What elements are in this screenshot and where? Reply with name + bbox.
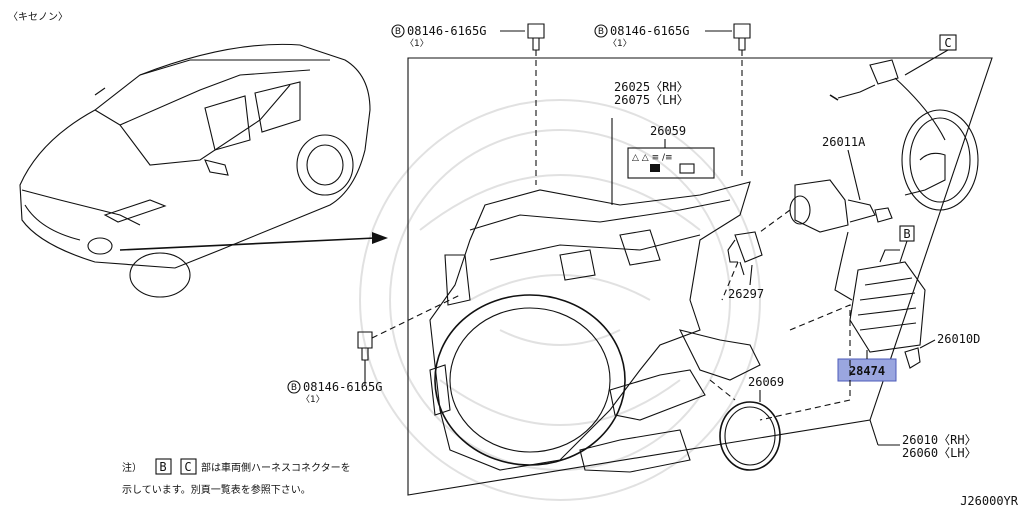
igniter-socket-part[interactable]: 26011A <box>759 135 893 301</box>
diagram-code: J26000YR <box>960 494 1019 508</box>
part-26011A-label: 26011A <box>822 135 866 149</box>
headlamp-lh-label: 26075〈LH〉 <box>614 93 689 107</box>
headlamp-rh-label: 26025〈RH〉 <box>614 80 689 94</box>
part-26297-label: 26297 <box>728 287 764 301</box>
note-prefix: 注） <box>122 461 142 474</box>
quantity-label: 〈1〉 <box>301 394 325 405</box>
bolt-top-left[interactable]: B 08146-6165G 〈1〉 <box>391 23 545 185</box>
connector-c-box-label: C <box>944 36 951 50</box>
note-line-2: 示しています。別頁一覧表を参照下さい。 <box>122 483 311 496</box>
footnote: 注） B C 部は車両側ハーネスコネクターを 示しています。別頁一覧表を参照下さ… <box>122 458 351 496</box>
pointer-arrow-line <box>119 237 376 251</box>
note-box-b: B <box>159 460 166 474</box>
gasket-ring-part[interactable]: 26069 <box>709 375 784 471</box>
screw-26010D-part[interactable]: 26010D <box>904 332 980 369</box>
note-box-c: C <box>184 460 191 474</box>
part-number-label: 08146-6165G <box>303 380 382 394</box>
pointer-arrowhead <box>372 232 388 244</box>
quantity-label: 〈1〉 <box>608 38 632 49</box>
circled-letter: B <box>598 27 604 37</box>
note-line-1: 部は車両側ハーネスコネクターを <box>201 461 351 474</box>
assy-lh-label: 26060〈LH〉 <box>902 446 977 460</box>
vehicle-illustration <box>19 43 371 298</box>
bolt-top-right[interactable]: B 08146-6165G 〈1〉 <box>594 23 751 180</box>
assembly-frame <box>407 57 993 496</box>
quantity-label: 〈1〉 <box>405 38 429 49</box>
bulb-part[interactable]: 26297 <box>721 231 764 301</box>
headlamp-label[interactable]: 26025〈RH〉 26075〈LH〉 <box>611 80 689 205</box>
part-28474-label: 28474 <box>849 364 885 378</box>
part-26059-label: 26059 <box>650 124 686 138</box>
connector-b-box-label: B <box>903 227 910 241</box>
header-note: 〈キセノン〉 <box>8 11 68 23</box>
part-number-label: 08146-6165G <box>610 24 689 38</box>
part-number-label: 08146-6165G <box>407 24 486 38</box>
caution-sticker-text: △ △ ≡ /≡ <box>632 153 673 163</box>
headlamp-assembly <box>429 181 761 473</box>
ballast-unit-part[interactable]: B 28474 <box>837 225 926 382</box>
assy-rh-label: 26010〈RH〉 <box>902 433 977 447</box>
bolt-bottom-left[interactable]: B 08146-6165G 〈1〉 <box>287 294 461 405</box>
caution-label-part[interactable]: 26059 △ △ ≡ /≡ <box>627 124 715 179</box>
assembly-number-label[interactable]: 26010〈RH〉 26060〈LH〉 <box>869 419 977 460</box>
harness-connector-c[interactable]: C <box>829 34 979 211</box>
circled-letter: B <box>395 27 401 37</box>
circled-letter: B <box>291 383 297 393</box>
part-26069-label: 26069 <box>748 375 784 389</box>
ballast-dashed-guide <box>759 304 851 421</box>
part-26010D-label: 26010D <box>937 332 980 346</box>
